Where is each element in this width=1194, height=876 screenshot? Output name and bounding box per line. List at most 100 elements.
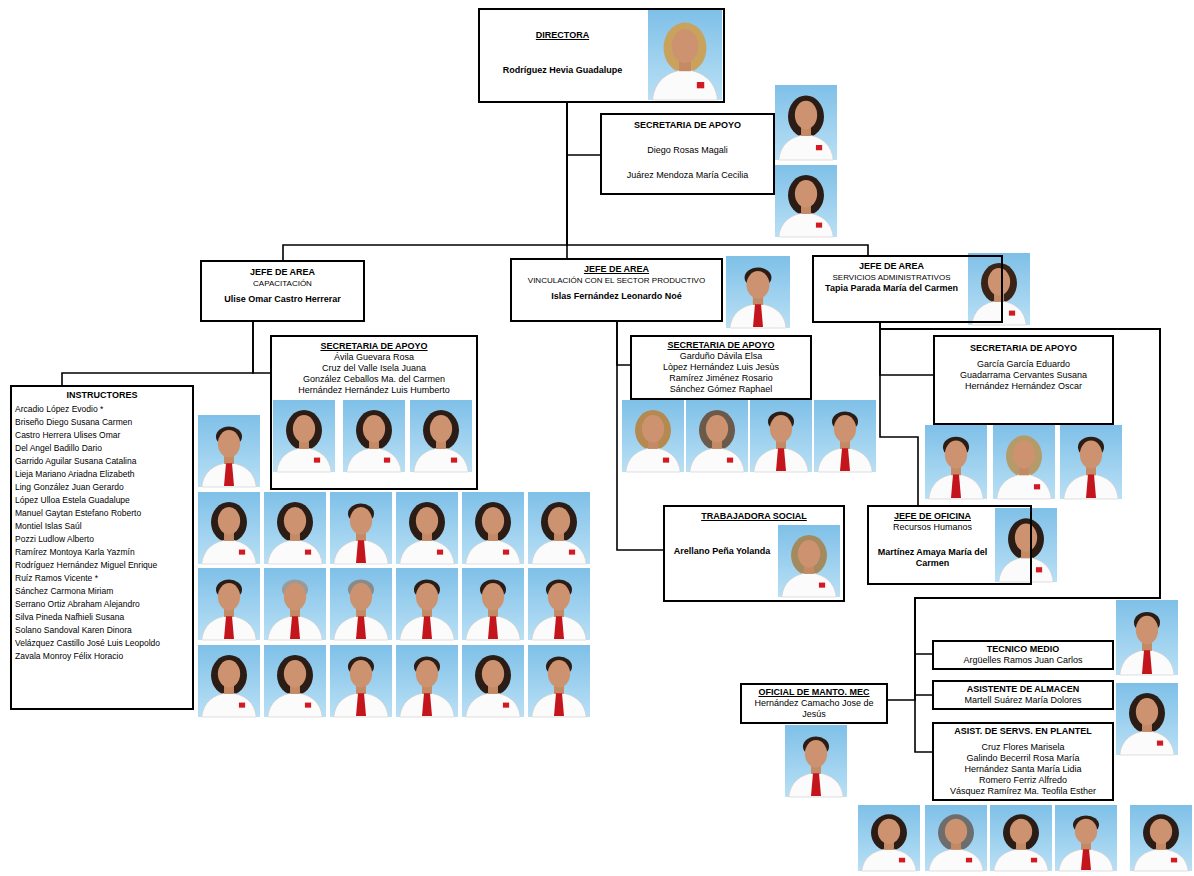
photo-background xyxy=(264,492,326,564)
node-text: Lòpez Hernández Luis Jesùs xyxy=(638,362,804,373)
photo-face xyxy=(548,583,570,610)
photo-tie xyxy=(840,448,850,471)
photo-background xyxy=(814,400,876,472)
photo-background xyxy=(198,492,260,564)
photo-face xyxy=(706,415,728,442)
photo-shirt xyxy=(1120,650,1175,676)
role-title: JEFE DE OFICINA xyxy=(875,511,990,522)
photo-background xyxy=(648,10,722,100)
photo-background xyxy=(273,400,335,472)
photo-shirt xyxy=(652,69,717,100)
photo-hair xyxy=(699,410,735,450)
node-text: Garduño Dávila Elsa xyxy=(638,351,804,362)
photo-background xyxy=(775,85,837,160)
photo-tie xyxy=(1142,650,1152,674)
photo-face xyxy=(350,660,372,687)
photo-logo xyxy=(816,145,822,150)
photo-tie xyxy=(356,540,366,563)
photo-face xyxy=(642,415,664,442)
photo-face xyxy=(416,660,438,687)
photo-hair xyxy=(211,655,247,695)
node-text: Guadarrama Cervantes Susana xyxy=(941,370,1106,381)
node-text: Briseño Diego Susana Carmen xyxy=(15,416,189,429)
photo-background xyxy=(1060,425,1122,499)
photo-background xyxy=(330,645,392,717)
photo-shirt xyxy=(532,540,587,564)
photo-background xyxy=(462,568,524,640)
photo-tie xyxy=(811,773,821,796)
photo-face xyxy=(548,507,570,534)
photo-face xyxy=(284,583,306,610)
staff-box: TECNICO MEDIOArgüelles Ramos Juan Carlos xyxy=(932,640,1114,670)
photo-shirt xyxy=(268,616,323,640)
photo-shirt xyxy=(268,540,323,564)
photo-shirt xyxy=(929,849,984,871)
node-text: VINCULACIÓN CON EL SECTOR PRODUCTIVO xyxy=(518,275,715,286)
node-text: Vásquez Ramírez Ma. Teofila Esther xyxy=(938,786,1108,797)
node-text: Lieja Mariano Ariadna Elizabeth xyxy=(15,468,189,481)
photo-shirt xyxy=(789,773,844,797)
node-text: Ling González Juan Gerardo xyxy=(15,481,189,494)
node-text: García García Eduardo xyxy=(941,359,1106,370)
photo-hair xyxy=(475,655,511,695)
photo-hair xyxy=(1143,814,1179,851)
role-title: TECNICO MEDIO xyxy=(938,644,1108,655)
photo-shirt xyxy=(1120,731,1175,755)
photo-face xyxy=(218,430,240,457)
node-text: Arcadio López Evodio * xyxy=(15,403,189,416)
node-text: Rodríguez Hevia Guadalupe xyxy=(502,65,623,76)
photo-hair xyxy=(791,535,827,575)
photo-shirt xyxy=(202,540,257,564)
social-worker-box: TRABAJADORA SOCIALArellano Peña Yolanda xyxy=(663,505,845,602)
photo-logo xyxy=(384,458,390,463)
photo-background xyxy=(1130,805,1192,871)
photo-face xyxy=(1080,441,1102,469)
node-text: CAPACITACIÓN xyxy=(208,278,357,289)
node-text: Tapia Parada María del Carmen xyxy=(820,283,963,294)
photo-tie xyxy=(554,693,564,716)
photo-logo xyxy=(1036,567,1042,572)
photo-shirt xyxy=(818,448,873,472)
photo-hair xyxy=(788,175,824,215)
node-text: Cruz del Valle Isela Juana xyxy=(278,363,470,374)
photo-shirt xyxy=(202,616,257,640)
photo-hair xyxy=(938,814,974,851)
photo-face xyxy=(945,819,967,844)
photo-shirt xyxy=(779,213,834,237)
photo-face xyxy=(416,583,438,610)
role-title: ASIST. DE SERVS. EN PLANTEL xyxy=(938,726,1108,737)
node-text: Martínez Amaya María del Carmen xyxy=(875,547,990,569)
connector-line xyxy=(253,322,270,373)
photo-face xyxy=(482,660,504,687)
role-title: DIRECTORA xyxy=(502,30,623,41)
photo-shirt xyxy=(782,573,837,597)
node-text: Hernández Santa María Lidia xyxy=(938,764,1108,775)
photo-tie xyxy=(554,616,564,639)
area-head-box: JEFE DE AREAVINCULACIÓN CON EL SECTOR PR… xyxy=(510,258,723,322)
photo-logo xyxy=(305,703,311,708)
photo-background xyxy=(925,805,987,871)
photo-background xyxy=(410,400,472,472)
photo-hair xyxy=(635,410,671,450)
photo-logo xyxy=(1009,311,1015,316)
photo-background xyxy=(1055,805,1117,871)
node-text: Recursos Humanos xyxy=(875,522,990,533)
role-title: OFICIAL DE MANTO. MEC xyxy=(746,687,882,698)
photo-tie xyxy=(224,463,234,486)
photo-logo xyxy=(727,458,733,463)
photo-face xyxy=(350,507,372,534)
photo-hair xyxy=(356,410,392,450)
photo-background xyxy=(990,805,1052,871)
photo-tie xyxy=(753,304,763,327)
photo-tie xyxy=(290,616,300,639)
photo-hair xyxy=(981,263,1017,303)
node-text: Pozzi Ludlow Alberto xyxy=(15,533,189,546)
photo-shirt xyxy=(202,463,257,487)
photo-shirt xyxy=(994,849,1049,871)
photo-background xyxy=(995,508,1057,582)
photo-background xyxy=(528,568,590,640)
photo-background xyxy=(396,645,458,717)
photo-background xyxy=(858,805,920,871)
photo-background xyxy=(198,415,260,487)
area-head-box: JEFE DE AREASERVICIOS ADMINISTRATIVOSTap… xyxy=(812,255,1003,323)
